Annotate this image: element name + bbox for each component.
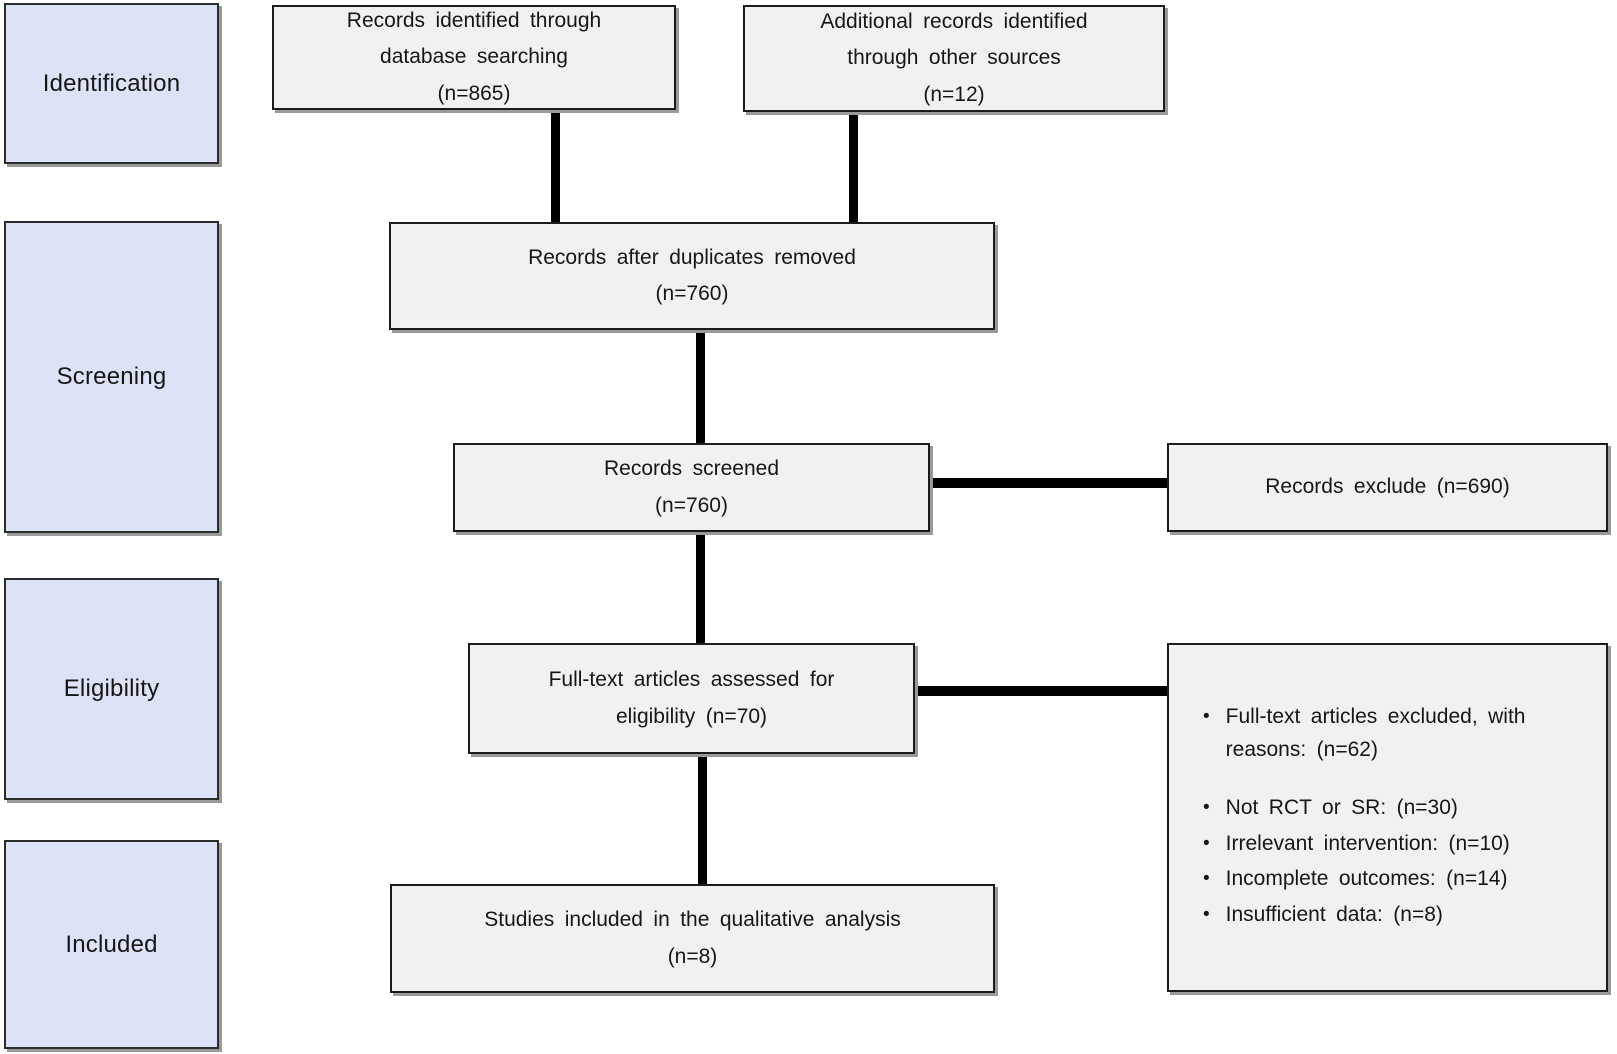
list-item: • Irrelevant intervention: (n=10) — [1203, 828, 1590, 861]
stage-box-included: Included — [4, 840, 219, 1049]
exclusion-reason-text: Incomplete outcomes: (n=14) — [1225, 867, 1508, 891]
flow-box-records-screened: Records screened (n=760) — [453, 443, 930, 532]
flow-box-text: Records identified through — [346, 9, 602, 33]
flow-box-records-excluded: Records exclude (n=690) — [1167, 443, 1608, 532]
list-item: • Not RCT or SR: (n=30) — [1203, 792, 1590, 825]
stage-box-identification: Identification — [4, 3, 219, 164]
stage-label-identification: Identification — [42, 69, 181, 97]
flow-box-text: through other sources — [847, 46, 1061, 70]
bullet-icon: • — [1203, 797, 1210, 819]
connector-screened-to-excluded — [929, 478, 1168, 488]
flow-box-count: (n=12) — [923, 82, 985, 106]
flow-box-text: eligibility (n=70) — [615, 704, 768, 728]
flow-box-count: (n=760) — [655, 493, 728, 517]
bullet-icon: • — [1203, 868, 1210, 890]
flow-box-text: database searching — [380, 45, 568, 69]
stage-label-screening: Screening — [56, 363, 167, 390]
flow-box-fulltext-assessed: Full-text articles assessed for eligibil… — [468, 643, 915, 754]
exclusion-reasons-list: • Full-text articles excluded, with reas… — [1203, 701, 1590, 934]
exclusion-reason-text: Full-text articles excluded, with reason… — [1225, 705, 1526, 761]
flow-box-text: Full-text articles assessed for — [548, 668, 835, 692]
flow-box-other-sources: Additional records identified through ot… — [743, 5, 1165, 112]
exclusion-reason-text: Not RCT or SR: (n=30) — [1225, 796, 1458, 820]
flow-box-included-studies: Studies included in the qualitative anal… — [390, 884, 995, 993]
list-item: • Full-text articles excluded, with reas… — [1203, 701, 1590, 766]
connector-duplicates-to-screened — [696, 329, 705, 444]
flow-box-text: Records exclude (n=690) — [1265, 475, 1510, 499]
connector-othersources-to-duplicates — [849, 111, 858, 223]
bullet-icon: • — [1203, 903, 1210, 925]
flow-box-count: (n=865) — [437, 81, 511, 105]
flow-box-count: (n=760) — [655, 282, 729, 305]
connector-screened-to-fulltext — [696, 531, 705, 644]
flow-box-text: Records screened — [603, 457, 780, 481]
exclusion-reason-text: Irrelevant intervention: (n=10) — [1225, 831, 1510, 855]
flow-box-text: Records after duplicates removed — [528, 245, 856, 269]
flow-box-count: (n=8) — [667, 944, 718, 968]
connector-fulltext-to-included — [698, 753, 707, 885]
stage-box-screening: Screening — [4, 221, 219, 533]
connector-fulltext-to-reasons — [914, 686, 1168, 696]
bullet-icon: • — [1203, 706, 1210, 727]
flow-box-after-duplicates: Records after duplicates removed (n=760) — [389, 222, 995, 330]
list-item: • Incomplete outcomes: (n=14) — [1203, 863, 1590, 896]
stage-label-eligibility: Eligibility — [63, 675, 160, 702]
connector-dbsearch-to-duplicates — [551, 109, 560, 223]
flow-box-text: Studies included in the qualitative anal… — [484, 908, 901, 932]
stage-box-eligibility: Eligibility — [4, 578, 219, 800]
stage-label-included: Included — [65, 930, 158, 958]
exclusion-reason-text: Insufficient data: (n=8) — [1225, 902, 1443, 926]
bullet-icon: • — [1203, 832, 1210, 854]
list-item: • Insufficient data: (n=8) — [1203, 899, 1590, 932]
flow-box-database-searching: Records identified through database sear… — [272, 5, 676, 110]
flow-box-text: Additional records identified — [820, 10, 1088, 34]
flow-box-exclusion-reasons: • Full-text articles excluded, with reas… — [1167, 643, 1608, 992]
